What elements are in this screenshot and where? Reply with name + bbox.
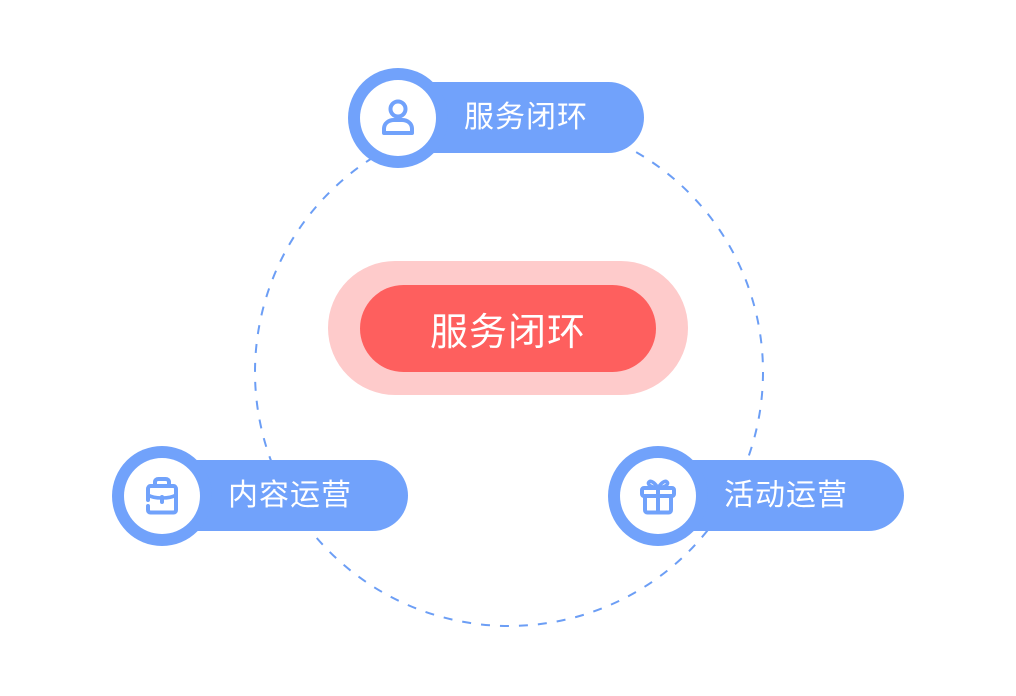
node-service-loop[interactable]: 服务闭环	[348, 68, 644, 168]
node-label: 活动运营	[724, 478, 848, 513]
center-node[interactable]: 服务闭环	[360, 285, 656, 372]
node-content-operation[interactable]: 内容运营	[112, 446, 408, 546]
user-icon	[382, 99, 414, 135]
node-event-operation[interactable]: 活动运营	[608, 446, 904, 546]
node-icon-disc	[608, 446, 708, 546]
gift-icon	[640, 479, 676, 515]
center-node-halo: 服务闭环	[328, 261, 688, 395]
node-label: 内容运营	[228, 478, 352, 513]
node-icon-disc	[112, 446, 212, 546]
node-label: 服务闭环	[464, 100, 588, 135]
node-icon-disc	[348, 68, 448, 168]
center-node-label: 服务闭环	[429, 310, 586, 354]
briefcase-icon	[146, 477, 178, 515]
